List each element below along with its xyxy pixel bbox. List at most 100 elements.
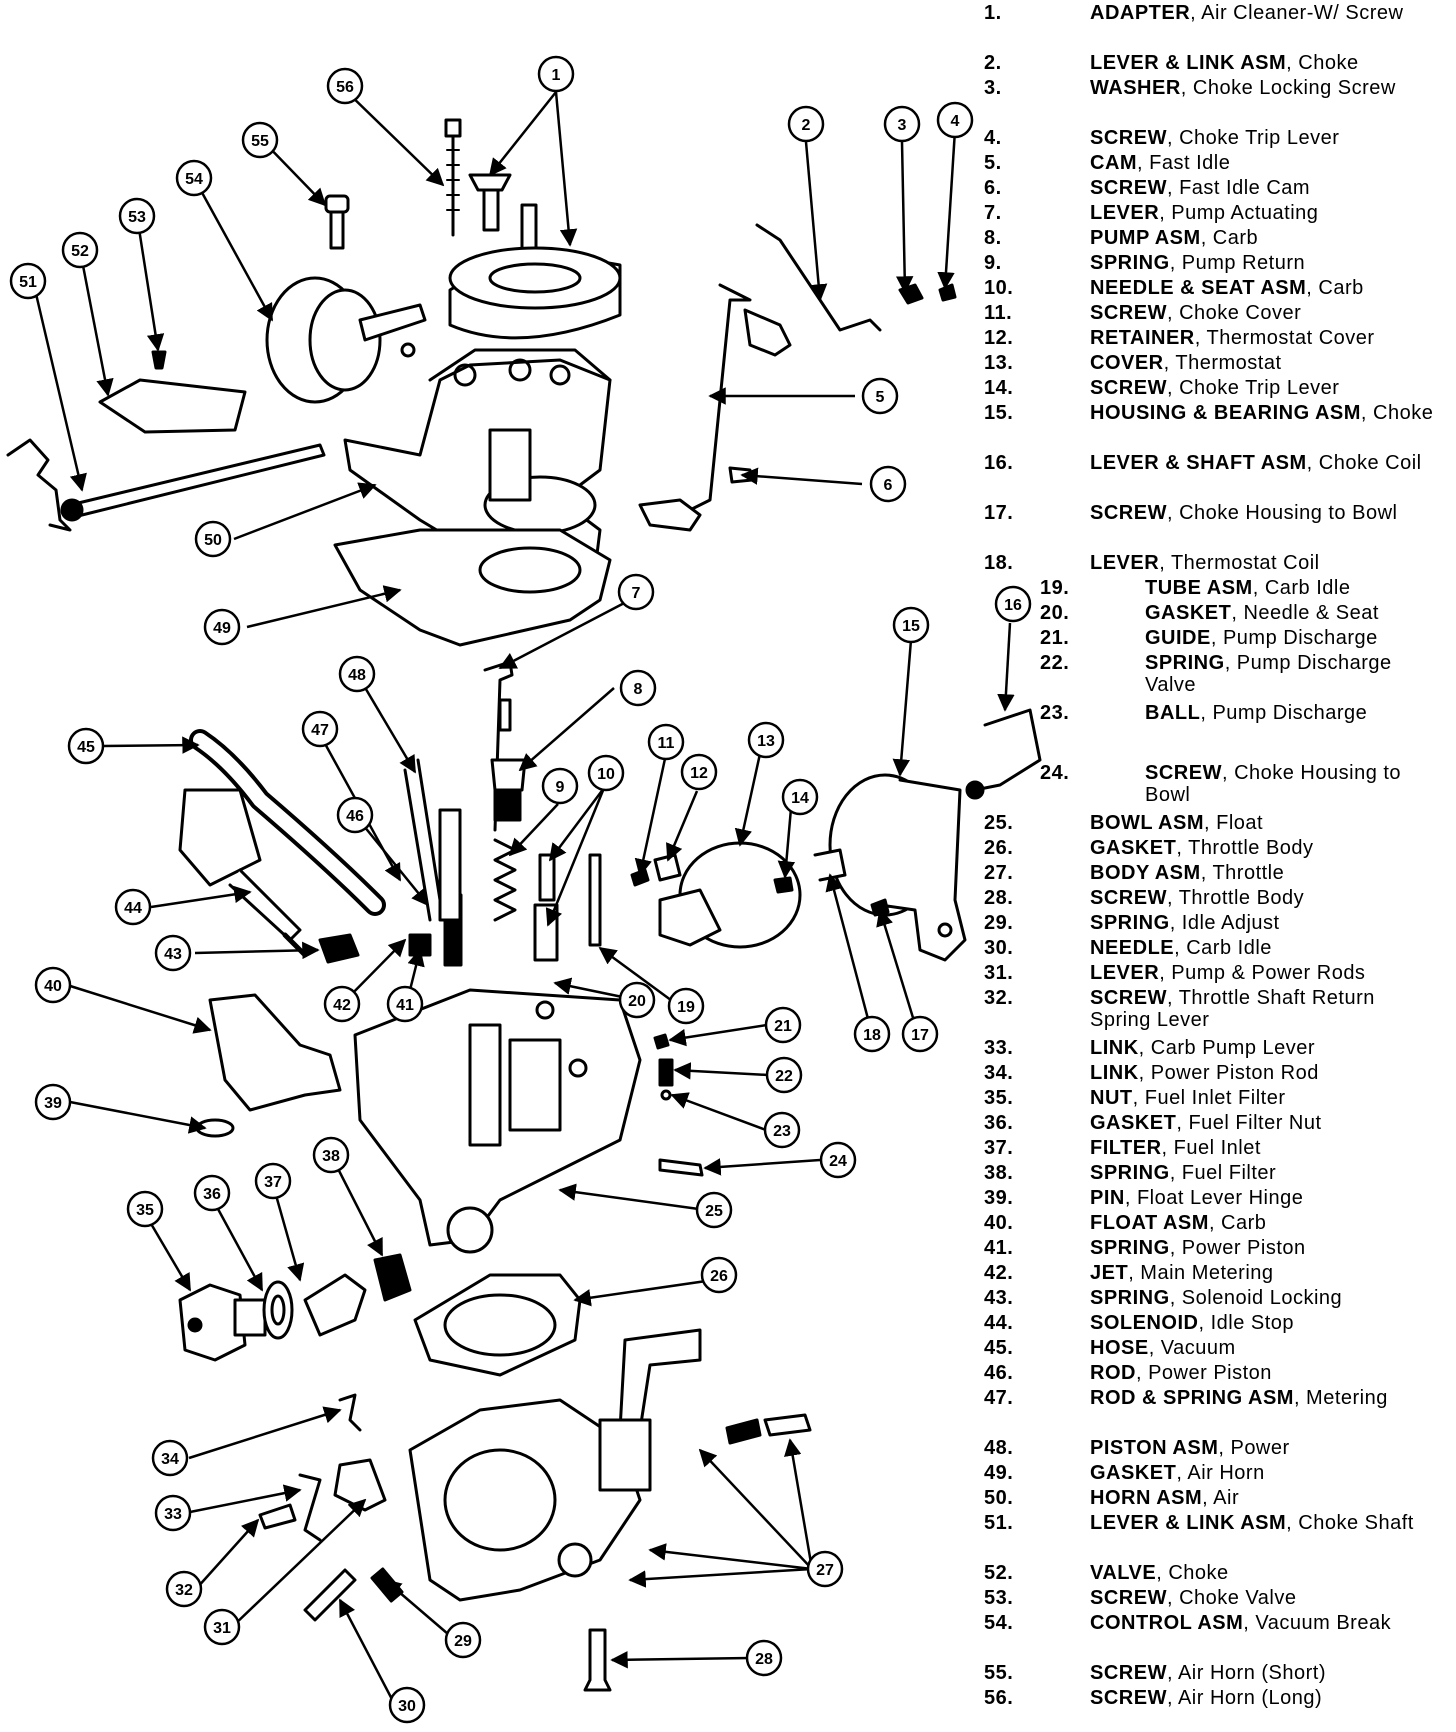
callout-12: 12 bbox=[680, 753, 718, 791]
callout-42: 42 bbox=[323, 985, 361, 1023]
callout-number: 32 bbox=[175, 1582, 193, 1599]
callout-circle bbox=[700, 1256, 738, 1294]
callout-26: 26 bbox=[700, 1256, 738, 1294]
callout-circle bbox=[765, 1056, 803, 1094]
callout-circle bbox=[203, 1608, 241, 1646]
callout-5: 5 bbox=[861, 377, 899, 415]
springs-and-jet bbox=[318, 838, 517, 967]
throttle-stop-screw bbox=[763, 1413, 812, 1437]
callout-number: 49 bbox=[213, 620, 231, 637]
callout-number: 43 bbox=[164, 946, 182, 963]
callout-circle bbox=[34, 966, 72, 1004]
fuel-inlet-parts bbox=[178, 1253, 412, 1362]
callout-10: 10 bbox=[587, 754, 625, 792]
thermostat-cover bbox=[630, 841, 802, 949]
callout-number: 44 bbox=[124, 900, 142, 917]
callout-number: 35 bbox=[136, 1202, 154, 1219]
callout-21: 21 bbox=[764, 1006, 802, 1044]
callout-37: 37 bbox=[254, 1162, 292, 1200]
callout-number: 1 bbox=[552, 67, 561, 84]
callout-circle bbox=[745, 1639, 783, 1677]
callout-number: 37 bbox=[264, 1174, 282, 1191]
callout-number: 25 bbox=[705, 1203, 723, 1220]
callout-circle bbox=[747, 721, 785, 759]
callout-number: 24 bbox=[829, 1153, 847, 1170]
throttle-stop-spring bbox=[725, 1418, 762, 1445]
callout-circle bbox=[781, 778, 819, 816]
callout-8: 8 bbox=[619, 669, 657, 707]
choke-valve-screw bbox=[151, 350, 167, 370]
callout-circle bbox=[61, 231, 99, 269]
callout-circle bbox=[869, 465, 907, 503]
callout-11: 11 bbox=[647, 723, 685, 761]
choke-housing bbox=[813, 708, 1042, 962]
callout-circle bbox=[386, 985, 424, 1023]
callout-circle bbox=[67, 727, 105, 765]
throttle-body-screw bbox=[583, 1628, 612, 1692]
callout-number: 33 bbox=[164, 1506, 182, 1523]
callout-number: 30 bbox=[398, 1698, 416, 1715]
leader-lines bbox=[31, 88, 1015, 1706]
callout-49: 49 bbox=[203, 608, 241, 646]
callout-circle bbox=[680, 753, 718, 791]
callout-circle bbox=[323, 985, 361, 1023]
callout-number: 36 bbox=[203, 1186, 221, 1203]
callout-circle bbox=[994, 585, 1032, 623]
callout-25: 25 bbox=[695, 1191, 733, 1229]
callout-circle bbox=[936, 101, 974, 139]
callout-33: 33 bbox=[154, 1494, 192, 1532]
callout-circle bbox=[764, 1006, 802, 1044]
callout-47: 47 bbox=[301, 710, 339, 748]
float-bowl bbox=[353, 988, 642, 1254]
callout-circle bbox=[763, 1111, 801, 1149]
callout-7: 7 bbox=[617, 573, 655, 611]
callout-circle bbox=[175, 159, 213, 197]
air-cleaner-adapter bbox=[448, 173, 622, 340]
callout-circle bbox=[34, 1083, 72, 1121]
callout-number: 56 bbox=[336, 79, 354, 96]
callout-29: 29 bbox=[444, 1621, 482, 1659]
callout-number: 55 bbox=[251, 133, 269, 150]
callout-circle bbox=[861, 377, 899, 415]
callout-number: 45 bbox=[77, 739, 95, 756]
fast-idle-cam bbox=[638, 283, 792, 532]
vacuum-break-control bbox=[265, 276, 427, 404]
callout-circle bbox=[326, 67, 364, 105]
callout-circle bbox=[388, 1686, 426, 1724]
callout-46: 46 bbox=[336, 796, 374, 834]
callout-number: 11 bbox=[658, 735, 675, 752]
callout-6: 6 bbox=[869, 465, 907, 503]
callout-31: 31 bbox=[203, 1608, 241, 1646]
air-horn-body bbox=[343, 348, 612, 572]
pump-levers-links bbox=[258, 1393, 387, 1542]
callout-circle bbox=[537, 55, 575, 93]
callout-24: 24 bbox=[819, 1141, 857, 1179]
callout-number: 27 bbox=[816, 1562, 834, 1579]
callout-52: 52 bbox=[61, 231, 99, 269]
callout-number: 12 bbox=[690, 765, 708, 782]
callout-22: 22 bbox=[765, 1056, 803, 1094]
callout-circle bbox=[193, 1174, 231, 1212]
callout-circle bbox=[444, 1621, 482, 1659]
callout-39: 39 bbox=[34, 1083, 72, 1121]
callout-number: 22 bbox=[775, 1068, 793, 1085]
callout-55: 55 bbox=[241, 121, 279, 159]
callout-circle bbox=[9, 262, 47, 300]
callout-36: 36 bbox=[193, 1174, 231, 1212]
callout-4: 4 bbox=[936, 101, 974, 139]
callout-circle bbox=[118, 197, 156, 235]
callout-number: 7 bbox=[632, 585, 641, 602]
callout-number: 29 bbox=[454, 1633, 472, 1650]
callout-1: 1 bbox=[537, 55, 575, 93]
air-horn-gasket bbox=[333, 528, 612, 647]
callout-9: 9 bbox=[541, 767, 579, 805]
callout-41: 41 bbox=[386, 985, 424, 1023]
callout-circle bbox=[114, 888, 152, 926]
callout-circle bbox=[151, 1439, 189, 1477]
callout-number: 34 bbox=[161, 1451, 179, 1468]
callout-circle bbox=[338, 655, 376, 693]
callout-circle bbox=[853, 1015, 891, 1053]
callout-30: 30 bbox=[388, 1686, 426, 1724]
